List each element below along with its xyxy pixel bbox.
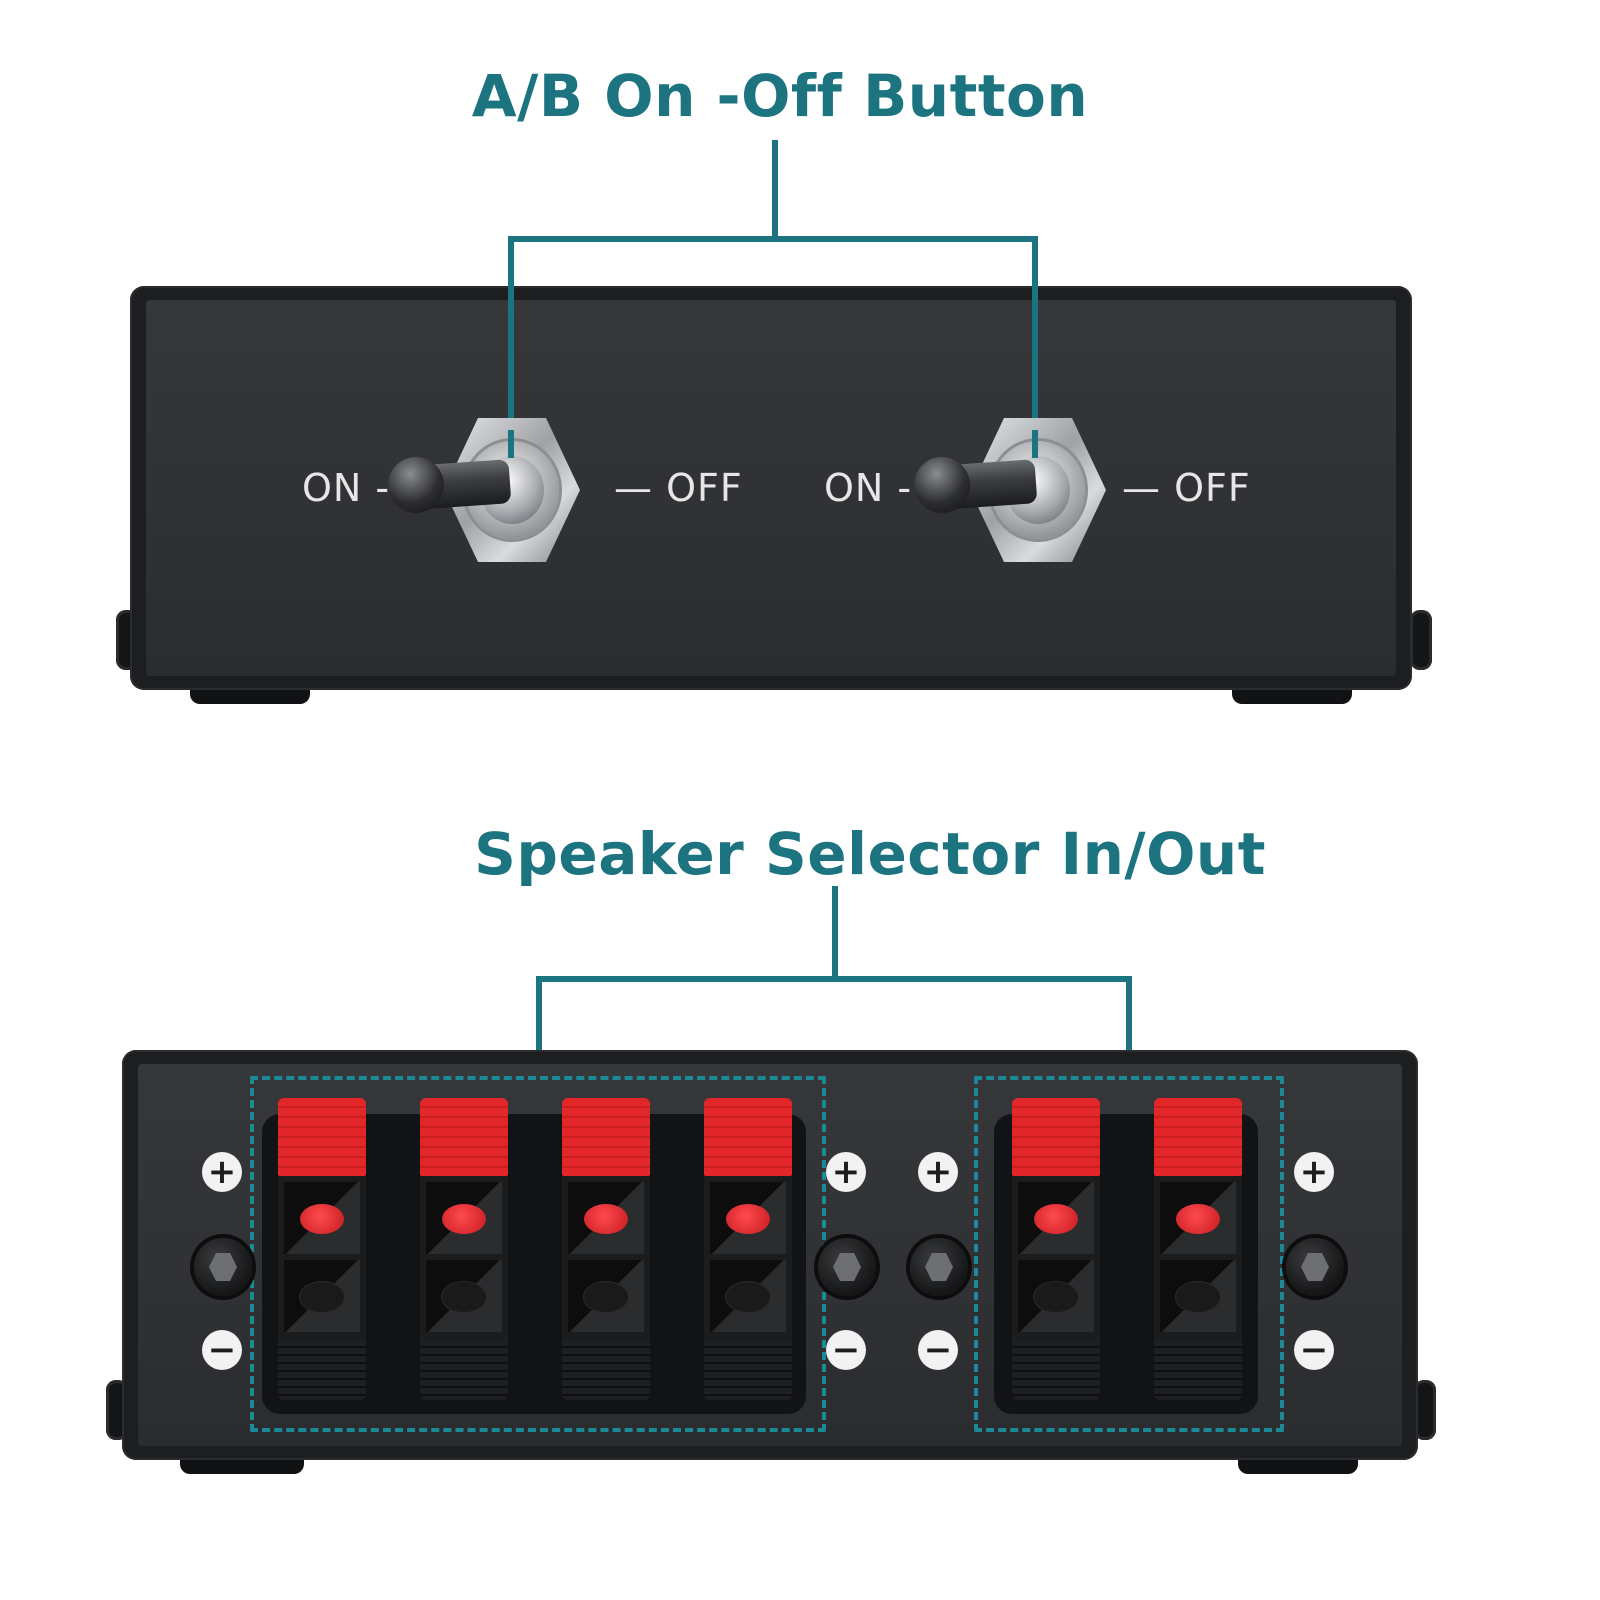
plus-sign-icon: + bbox=[1294, 1152, 1334, 1192]
switch-callout-title: A/B On -Off Button bbox=[471, 62, 1089, 130]
terminal-b1-plus-port[interactable] bbox=[1034, 1204, 1078, 1234]
minus-sign-icon: − bbox=[202, 1330, 242, 1370]
terminal-group-a-outline bbox=[250, 1076, 826, 1432]
plus-sign-icon: + bbox=[918, 1152, 958, 1192]
terminal-b2[interactable] bbox=[1154, 1098, 1242, 1400]
terminal-a1-red-clip[interactable] bbox=[278, 1098, 366, 1176]
switch-b-toggle[interactable] bbox=[914, 410, 1118, 570]
terminal-a3-red-clip[interactable] bbox=[562, 1098, 650, 1176]
terminal-a3-minus-port[interactable] bbox=[584, 1282, 628, 1312]
terminal-b2-plus-port[interactable] bbox=[1176, 1204, 1220, 1234]
terminal-a4[interactable] bbox=[704, 1098, 792, 1400]
switch-a-on-label: ON - bbox=[302, 466, 391, 510]
terminal-a1-body bbox=[278, 1176, 366, 1340]
switch-b-pointer bbox=[1032, 430, 1038, 458]
terminal-b1[interactable] bbox=[1012, 1098, 1100, 1400]
terminal-callout-title: Speaker Selector In/Out bbox=[474, 820, 1266, 888]
terminal-callout-stem bbox=[832, 886, 838, 978]
terminal-a2-black-clip[interactable] bbox=[420, 1340, 508, 1400]
terminal-a1-black-clip[interactable] bbox=[278, 1340, 366, 1400]
switch-b-off-label: — OFF bbox=[1122, 466, 1251, 510]
terminal-a1-minus-port[interactable] bbox=[300, 1282, 344, 1312]
terminal-a2-minus-port[interactable] bbox=[442, 1282, 486, 1312]
switch-b-lever-tip bbox=[914, 457, 970, 513]
terminal-a2-plus-port[interactable] bbox=[442, 1204, 486, 1234]
terminal-b2-black-clip[interactable] bbox=[1154, 1340, 1242, 1400]
front-foot-left bbox=[190, 690, 310, 704]
switch-a-off-label: — OFF bbox=[614, 466, 743, 510]
terminal-a3[interactable] bbox=[562, 1098, 650, 1400]
terminal-b1-red-clip[interactable] bbox=[1012, 1098, 1100, 1176]
terminal-a1[interactable] bbox=[278, 1098, 366, 1400]
terminal-callout-drop-b bbox=[1126, 976, 1132, 1080]
terminal-a4-black-clip[interactable] bbox=[704, 1340, 792, 1400]
switch-a-lever-tip bbox=[388, 457, 444, 513]
terminal-a3-black-clip[interactable] bbox=[562, 1340, 650, 1400]
terminal-b1-body bbox=[1012, 1176, 1100, 1340]
back-foot-left bbox=[180, 1460, 304, 1474]
switch-callout-bar bbox=[510, 236, 1038, 242]
minus-sign-icon: − bbox=[1294, 1330, 1334, 1370]
switch-callout-drop-a bbox=[508, 236, 514, 460]
hex-screw-icon bbox=[1286, 1238, 1344, 1296]
hex-screw-icon bbox=[194, 1238, 252, 1296]
terminal-callout-bar bbox=[536, 976, 1132, 982]
terminal-group-b-outline bbox=[974, 1076, 1284, 1432]
terminal-a3-body bbox=[562, 1176, 650, 1340]
switch-callout-stem bbox=[772, 140, 778, 240]
terminal-b1-black-clip[interactable] bbox=[1012, 1340, 1100, 1400]
terminal-a4-minus-port[interactable] bbox=[726, 1282, 770, 1312]
front-panel bbox=[130, 286, 1412, 690]
terminal-a2[interactable] bbox=[420, 1098, 508, 1400]
terminal-b2-red-clip[interactable] bbox=[1154, 1098, 1242, 1176]
hex-screw-icon bbox=[910, 1238, 968, 1296]
terminal-a3-plus-port[interactable] bbox=[584, 1204, 628, 1234]
minus-sign-icon: − bbox=[826, 1330, 866, 1370]
terminal-a2-red-clip[interactable] bbox=[420, 1098, 508, 1176]
front-panel-face bbox=[146, 300, 1396, 676]
plus-sign-icon: + bbox=[826, 1152, 866, 1192]
switch-callout-drop-b bbox=[1032, 236, 1038, 460]
terminal-callout-drop-a bbox=[536, 976, 542, 1080]
terminal-a4-body bbox=[704, 1176, 792, 1340]
switch-b-on-label: ON - bbox=[824, 466, 913, 510]
back-foot-right bbox=[1238, 1460, 1358, 1474]
terminal-a1-plus-port[interactable] bbox=[300, 1204, 344, 1234]
terminal-b1-minus-port[interactable] bbox=[1034, 1282, 1078, 1312]
right-side-knob bbox=[1410, 610, 1432, 670]
terminal-a4-plus-port[interactable] bbox=[726, 1204, 770, 1234]
terminal-b2-minus-port[interactable] bbox=[1176, 1282, 1220, 1312]
back-right-side-knob bbox=[1414, 1380, 1436, 1440]
front-foot-right bbox=[1232, 690, 1352, 704]
switch-a-pointer bbox=[508, 430, 514, 458]
plus-sign-icon: + bbox=[202, 1152, 242, 1192]
minus-sign-icon: − bbox=[918, 1330, 958, 1370]
terminal-b2-body bbox=[1154, 1176, 1242, 1340]
hex-screw-icon bbox=[818, 1238, 876, 1296]
terminal-a4-red-clip[interactable] bbox=[704, 1098, 792, 1176]
terminal-a2-body bbox=[420, 1176, 508, 1340]
